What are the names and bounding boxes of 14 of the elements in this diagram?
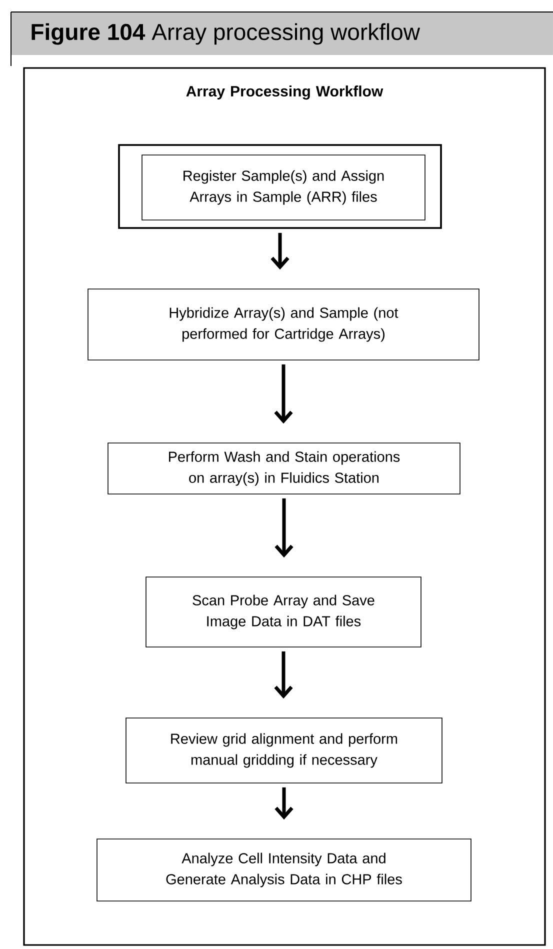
heading: Array Processing Workflow (186, 86, 384, 100)
process-box: Register Sample(s) and Assign Arrays in Sample (ARR) files (142, 154, 426, 220)
arrow (274, 787, 294, 820)
process-box: Perform Wash and Stain operations on array(s) in Fluidics Station (108, 442, 460, 494)
arrow (270, 232, 290, 270)
arrow (274, 651, 293, 699)
frame-box (118, 144, 442, 229)
title-bar: Figure 104 Array processing workflow (10, 12, 553, 66)
process-box: Review grid alignment and perform manual gridding if necessary (126, 718, 442, 784)
process-box: Analyze Cell Intensity Data and Generate Analysis Data in CHP files (96, 838, 472, 902)
process-box: Scan Probe Array and Save Image Data in DAT files (146, 576, 422, 648)
process-box: Hybridize Array(s) and Sample (not performed for Cartridge Arrays) (88, 288, 480, 360)
arrow (274, 498, 294, 558)
arrow (274, 364, 293, 424)
